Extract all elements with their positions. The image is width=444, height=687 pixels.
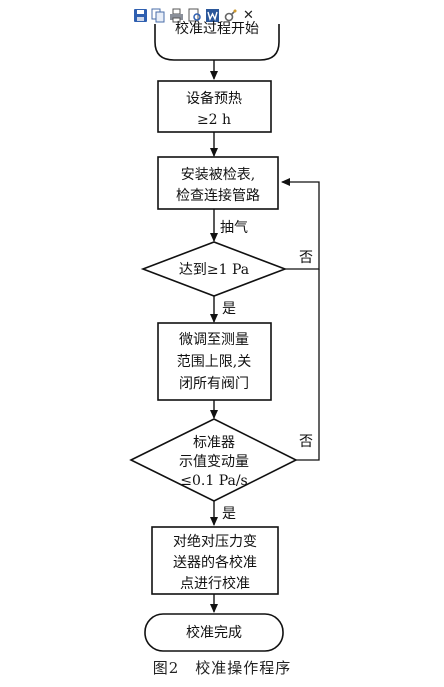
loop-no-2 — [296, 269, 320, 461]
step-calibrate-line-2: 送器的各校准 — [173, 554, 257, 571]
copy-icon[interactable] — [151, 8, 166, 23]
step-install: 安装被检表, 检查连接管路 — [157, 156, 279, 210]
step-adjust-line-2: 范围上限,关 — [177, 353, 251, 370]
end-terminator: 校准完成 — [144, 613, 284, 652]
step-adjust: 微调至测量 范围上限,关 闭所有阀门 — [157, 322, 272, 401]
yes-label-1: 是 — [222, 301, 236, 317]
pump-label: 抽气 — [220, 220, 248, 236]
step-install-line-2: 检查连接管路 — [176, 187, 260, 204]
decision-stability-line-3: ≤0.1 Pa/s — [180, 473, 247, 489]
step-adjust-line-3: 闭所有阀门 — [179, 376, 249, 392]
loop-no-1 — [281, 178, 320, 270]
close-icon[interactable]: ✕ — [243, 7, 254, 23]
step-calibrate-line-1: 对绝对压力变 — [173, 534, 257, 550]
no-label-1: 否 — [299, 250, 313, 266]
no-label-2: 否 — [299, 434, 313, 450]
print-icon[interactable] — [169, 8, 184, 23]
step-calibrate-line-3: 点进行校准 — [180, 575, 250, 592]
start-label: 校准过程开始 — [175, 20, 259, 37]
yes-label-2: 是 — [222, 506, 236, 522]
tools-icon[interactable] — [223, 8, 238, 23]
decision-stability-line-1: 标准器 — [193, 435, 235, 451]
step-adjust-line-1: 微调至测量 — [179, 332, 249, 348]
print-preview-icon[interactable] — [187, 8, 202, 23]
decision-pressure: 达到≥1 Pa — [140, 241, 288, 297]
start-terminator: 校准过程开始 — [154, 20, 280, 61]
step-preheat-line-1: 设备预热 — [186, 90, 242, 107]
decision-pressure-label: 达到≥1 Pa — [179, 262, 249, 278]
step-calibrate: 对绝对压力变 送器的各校准 点进行校准 — [151, 526, 279, 595]
toolbar: ✕ — [133, 6, 256, 24]
step-preheat: 设备预热 ≥2 h — [157, 80, 272, 133]
word-icon[interactable] — [205, 8, 220, 23]
save-icon[interactable] — [133, 8, 148, 23]
step-install-line-1: 安装被检表, — [181, 167, 255, 183]
decision-stability-line-2: 示值变动量 — [179, 454, 249, 470]
figure-caption: 图2 校准操作程序 — [152, 659, 292, 677]
end-label: 校准完成 — [186, 624, 242, 641]
step-preheat-line-2: ≥2 h — [197, 112, 231, 128]
decision-stability: 标准器 示值变动量 ≤0.1 Pa/s — [129, 418, 298, 502]
